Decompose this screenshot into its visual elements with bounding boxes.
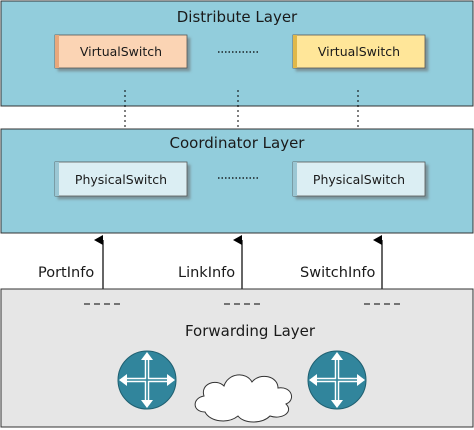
physical-switch-left-label: PhysicalSwitch xyxy=(75,172,167,187)
forwarding-layer-title: Forwarding Layer xyxy=(185,322,316,340)
virtual-switch-right-label: VirtualSwitch xyxy=(318,44,400,59)
virtual-switch-left: VirtualSwitch xyxy=(54,34,188,69)
virtual-switch-right: VirtualSwitch xyxy=(292,34,426,69)
virtual-switch-left-label: VirtualSwitch xyxy=(80,44,162,59)
physical-switch-left: PhysicalSwitch xyxy=(54,161,188,197)
link-info-label: LinkInfo xyxy=(178,265,235,281)
cloud-icon xyxy=(194,374,293,423)
physical-switch-right: PhysicalSwitch xyxy=(292,161,426,197)
physical-switch-right-label: PhysicalSwitch xyxy=(313,172,405,187)
switch-info-label: SwitchInfo xyxy=(300,265,376,281)
distribute-layer: Distribute Layer VirtualSwitch VirtualSw… xyxy=(0,0,474,107)
coordinator-layer-title: Coordinator Layer xyxy=(170,134,306,152)
coordinator-layer: Coordinator Layer PhysicalSwitch Physica… xyxy=(0,128,474,234)
router-icon xyxy=(307,350,367,410)
port-info-label: PortInfo xyxy=(38,265,94,281)
distribute-layer-title: Distribute Layer xyxy=(177,8,298,26)
forwarding-layer: Forwarding Layer xyxy=(0,288,474,428)
router-icon xyxy=(117,350,177,410)
